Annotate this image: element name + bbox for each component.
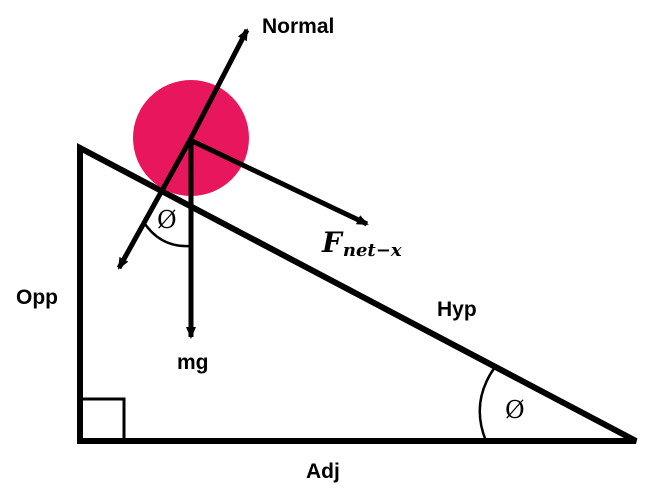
angle-bottom-label: Ø <box>505 396 525 424</box>
hyp-label: Hyp <box>437 298 477 321</box>
fnet-label: Fnet−x <box>321 226 402 261</box>
angle-arc-top <box>141 220 192 248</box>
normal-component-arrow <box>116 138 193 270</box>
angle-arc-bottom <box>478 366 497 442</box>
opp-label: Opp <box>16 286 58 309</box>
angle-top-label: Ø <box>157 206 177 234</box>
normal-force-arrow <box>187 28 250 142</box>
normal-label: Normal <box>262 15 334 38</box>
incline-triangle <box>77 143 638 444</box>
fnet-x-arrow <box>188 137 369 227</box>
adj-label: Adj <box>306 460 340 483</box>
right-angle-marker <box>83 397 126 438</box>
mg-label: mg <box>177 351 209 374</box>
